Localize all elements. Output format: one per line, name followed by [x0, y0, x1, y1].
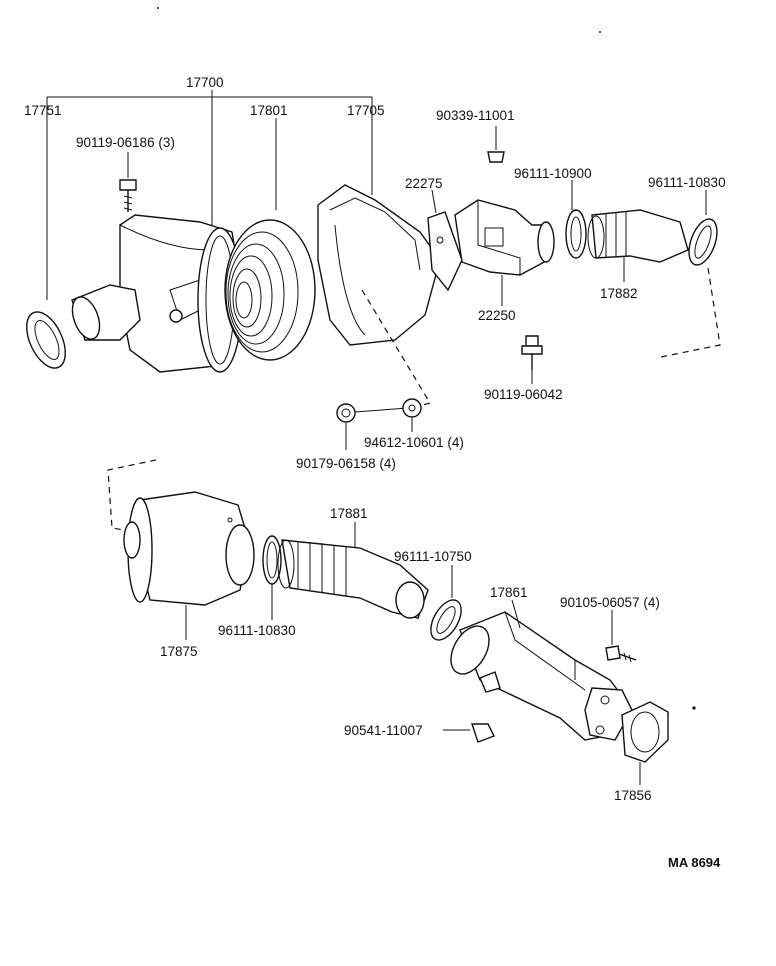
label-90541-11007: 90541-11007 — [344, 723, 423, 738]
seal-ring-17751 — [26, 97, 66, 369]
label-17751: 17751 — [24, 103, 62, 118]
nut-90179-06158 — [336, 403, 356, 450]
air-hose-17882 — [587, 209, 689, 282]
air-cleaner-case — [71, 97, 243, 373]
label-17861: 17861 — [490, 585, 528, 600]
detail-dot — [157, 7, 159, 9]
label-22250: 22250 — [478, 308, 516, 323]
label-96111-10900: 96111-10900 — [514, 166, 592, 181]
hose-clamp-96111-10830-top — [688, 190, 718, 266]
washer-94612-10601 — [402, 398, 422, 432]
leader-dashed-left — [107, 459, 157, 531]
label-ref-code: MA 8694 — [668, 855, 721, 870]
label-17882: 17882 — [600, 286, 638, 301]
clip-90541-11007 — [443, 723, 495, 743]
gasket-22275 — [427, 189, 463, 292]
label-90119-06042: 90119-06042 — [484, 387, 563, 402]
label-17881: 17881 — [330, 506, 368, 521]
label-17700: 17700 — [186, 75, 224, 90]
label-96111-10830-top: 96111-10830 — [648, 175, 726, 190]
cleaner-cap-17705 — [317, 97, 441, 346]
label-96111-10750: 96111-10750 — [394, 549, 472, 564]
hose-clamp-96111-10750 — [430, 565, 462, 641]
label-22275: 22275 — [405, 176, 443, 191]
label-17801: 17801 — [250, 103, 288, 118]
label-90179-06158: 90179-06158 (4) — [296, 456, 396, 471]
bolt-90119-06042 — [521, 335, 543, 384]
air-hose-17881 — [277, 522, 429, 619]
label-94612-10601: 94612-10601 (4) — [364, 435, 464, 450]
detail-dot — [692, 706, 696, 710]
filter-element-17801 — [224, 118, 316, 361]
bolt-90119-06186 — [119, 152, 137, 212]
label-90105-06057: 90105-06057 (4) — [560, 595, 660, 610]
label-17875: 17875 — [160, 644, 198, 659]
resonator-17875 — [123, 491, 255, 640]
leader-dashed-right — [655, 267, 721, 359]
assembly-bracket-17700 — [47, 90, 372, 98]
label-96111-10830-bottom: 96111-10830 — [218, 623, 296, 638]
label-17705: 17705 — [347, 103, 385, 118]
hose-clamp-96111-10830-bottom — [262, 535, 282, 620]
label-17856: 17856 — [614, 788, 652, 803]
airflow-meter-22250 — [454, 199, 555, 306]
label-90119-06186: 90119-06186 (3) — [76, 135, 175, 150]
hose-clamp-96111-10900 — [565, 180, 587, 259]
gasket-17856 — [621, 701, 669, 785]
intake-pipe-17861 — [450, 599, 633, 741]
detail-dot — [599, 31, 601, 33]
plug-90339-11001 — [487, 126, 505, 163]
label-90339-11001: 90339-11001 — [436, 108, 515, 123]
bolt-90105-06057 — [605, 610, 637, 663]
